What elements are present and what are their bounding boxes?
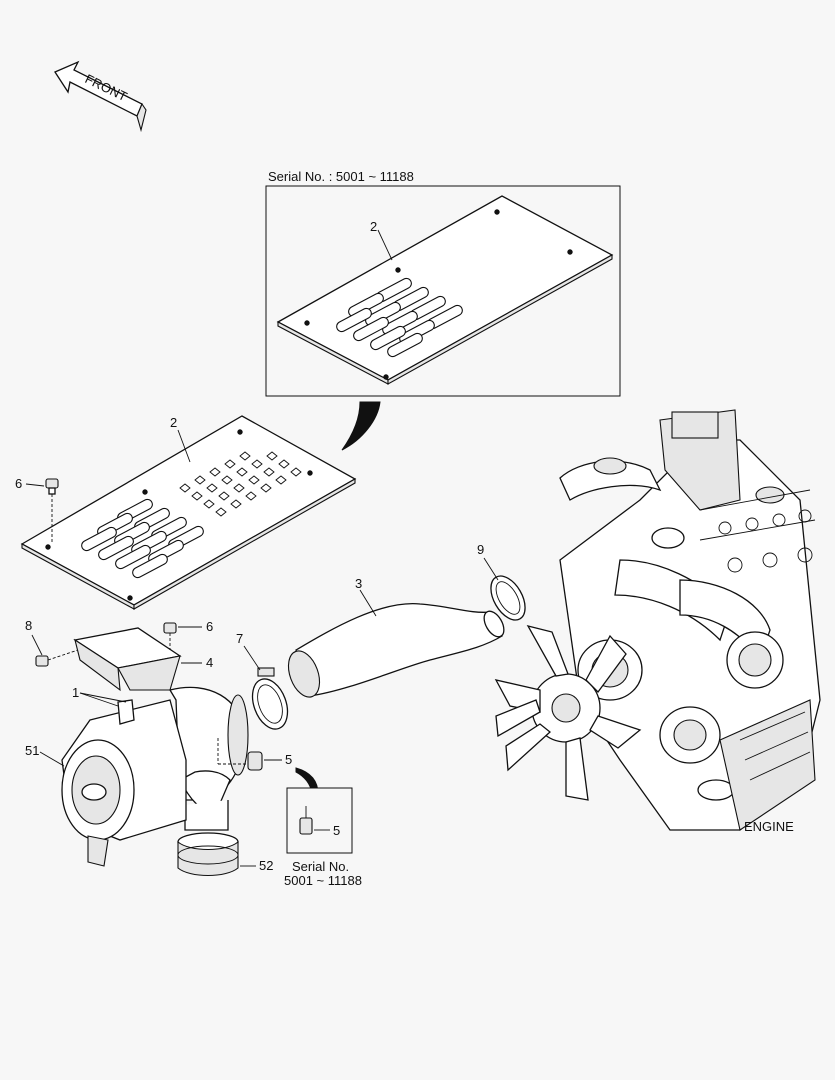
- air-cleaner-assembly: 1 51: [25, 685, 249, 867]
- callout-8: 8: [25, 618, 32, 633]
- bolt-6-left: 6: [15, 476, 59, 544]
- callout-2-main: 2: [170, 415, 177, 430]
- bracket-4: 4: [73, 627, 213, 692]
- callout-9: 9: [477, 542, 484, 557]
- cover-plate-main: 2: [20, 415, 357, 610]
- inset-top: Serial No. : 5001 ~ 11188: [265, 169, 621, 397]
- callout-5-main: 5: [285, 752, 292, 767]
- callout-52: 52: [259, 858, 273, 873]
- callout-1: 1: [72, 685, 79, 700]
- inset-bottom-line1: Serial No.: [292, 859, 349, 874]
- inset-bottom-line2: 5001 ~ 11188: [284, 873, 362, 888]
- callout-6-right: 6: [206, 619, 213, 634]
- elbow-52: 52: [177, 832, 273, 876]
- callout-5-inset: 5: [333, 823, 340, 838]
- callout-6-left: 6: [15, 476, 22, 491]
- inset-bottom: 5 Serial No. 5001 ~ 11188: [284, 787, 362, 888]
- clamp-7: 7: [236, 631, 289, 730]
- vent-slots-inset: [336, 277, 463, 358]
- inset-bottom-box: [286, 787, 353, 854]
- vent-slots-main: [81, 498, 204, 579]
- intake-hose-3: 3: [287, 576, 505, 698]
- inset-top-title: Serial No. : 5001 ~ 11188: [268, 169, 414, 184]
- callout-4: 4: [206, 655, 213, 670]
- cooling-fan: [494, 625, 642, 801]
- callout-2-inset: 2: [370, 219, 377, 234]
- bolt-6-right: 6: [163, 619, 213, 650]
- engine-illustration: ENGINE: [494, 409, 821, 834]
- callout-51: 51: [25, 743, 39, 758]
- inset-leader-top: [341, 401, 381, 451]
- louver-grid: [179, 451, 302, 517]
- indicator-5-main: 5: [217, 738, 292, 771]
- top-cover-plate-inset: [276, 195, 614, 385]
- front-arrow: FRONT: [54, 60, 147, 133]
- engine-label: ENGINE: [744, 819, 794, 834]
- bolt-8: 8: [25, 618, 79, 667]
- engine-cylinder-head-detail: [699, 489, 816, 781]
- callout-3: 3: [355, 576, 362, 591]
- clamp-9: 9: [477, 542, 526, 621]
- callout-7: 7: [236, 631, 243, 646]
